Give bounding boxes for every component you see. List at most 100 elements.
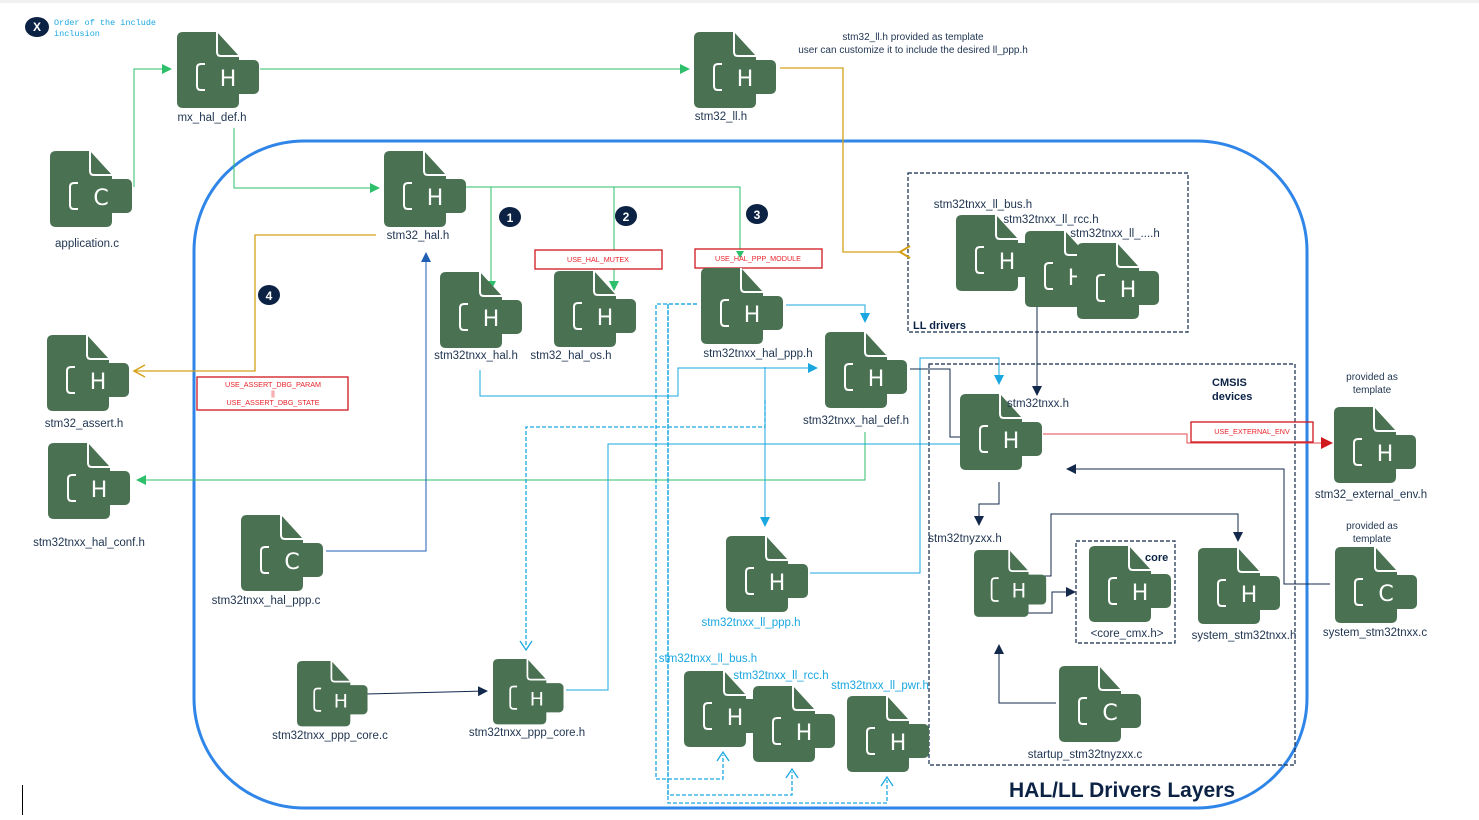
note-system-c-line2: template xyxy=(1353,534,1392,545)
core-group xyxy=(1075,540,1176,644)
file-type-glyph: H xyxy=(530,688,544,710)
order-badge-4-label: 4 xyxy=(266,289,273,303)
macro-use-hal-mutex: USE_HAL_MUTEX xyxy=(534,249,663,270)
cmsis-devices-group xyxy=(928,363,1296,766)
file-type-glyph: H xyxy=(597,306,614,331)
ll-drivers-title: LL drivers xyxy=(913,320,966,332)
legend-badge xyxy=(25,17,49,37)
file-type-glyph: C xyxy=(93,186,108,211)
stm32tnxx-ppp-core-h-file-icon: H xyxy=(493,659,564,725)
file-type-glyph: H xyxy=(91,478,108,503)
order-badge-1-label: 1 xyxy=(507,211,514,225)
edge-stm32-hal-to-assert xyxy=(134,234,376,372)
file-type-glyph: H xyxy=(999,250,1016,275)
file-label: stm32tnxx_ll_rcc.h xyxy=(1003,214,1098,226)
text-cursor xyxy=(22,785,23,815)
file-label: stm32tnxx_hal_ppp.c xyxy=(212,595,321,607)
cmsis-title-line1: CMSIS xyxy=(1212,377,1247,389)
file-label: stm32_hal_os.h xyxy=(530,350,611,362)
file-type-glyph: H xyxy=(1377,442,1394,467)
file-type-glyph: H xyxy=(1120,278,1137,303)
file-type-glyph: C xyxy=(1378,582,1393,607)
file-type-glyph: H xyxy=(868,367,885,392)
file-type-glyph: H xyxy=(796,721,813,746)
ll-other-h-file-icon: H xyxy=(1077,243,1159,319)
edge-tnxx-hal-to-hal-def xyxy=(479,363,818,397)
file-label: stm32tnxx_ll_ppp.h xyxy=(701,617,800,629)
file-type-glyph: H xyxy=(1132,581,1149,606)
edge-tnxx-to-tnyzxx xyxy=(974,482,1000,526)
dashed-arrowhead-rcc xyxy=(785,767,799,779)
macro-use-hal-ppp-module: USE_HAL_PPP_MODULE xyxy=(694,248,823,269)
macro-external-env-text: USE_EXTERNAL_ENV xyxy=(1214,427,1290,436)
edge-stm32-ll-to-ll-drivers xyxy=(780,67,911,259)
file-type-glyph: H xyxy=(427,186,444,211)
dashed-arrowhead-core xyxy=(519,640,533,652)
stm32tnxx-ll-bus-h-inner-file-icon: H xyxy=(684,671,766,747)
file-node-mx-hal-def-h: Hmx_hal_def.h xyxy=(177,32,259,124)
file-label: stm32_assert.h xyxy=(45,418,124,430)
file-label: stm32_ll.h xyxy=(695,111,747,123)
edge-system-c-to-tnxx xyxy=(1066,464,1330,585)
file-nodes: Hmx_hal_def.hHstm32_ll.hCapplication.cHs… xyxy=(33,32,1427,772)
ll-bus-h-file-icon: H xyxy=(956,215,1038,291)
macro-assert-line3: USE_ASSERT_DBG_STATE xyxy=(226,398,319,407)
file-type-glyph: H xyxy=(744,303,761,328)
file-label: stm32_external_env.h xyxy=(1315,489,1427,501)
edge-hal-def-to-hal-conf xyxy=(136,432,866,485)
order-badge-2: 2 xyxy=(615,206,637,226)
edge-startup-to-tnyzxx xyxy=(994,644,1056,704)
file-label: startup_stm32tnyzxx.c xyxy=(1028,749,1143,761)
edge-ppp-core-c-to-ppp-core-h xyxy=(364,686,488,697)
file-label: stm32tnxx_ppp_core.h xyxy=(469,727,585,739)
order-badge-4: 4 xyxy=(258,285,280,305)
stm32tnxx-hal-ppp-c-file-icon: C xyxy=(241,515,323,591)
file-label: stm32tnxx_hal_conf.h xyxy=(33,537,145,549)
dashed-arrowhead-bus xyxy=(716,750,730,762)
top-border xyxy=(0,0,1479,3)
stm32tnxx-ll-rcc-h-inner-file-icon: H xyxy=(753,686,835,762)
legend-badge-label: X xyxy=(33,20,41,34)
file-type-glyph: H xyxy=(1003,429,1020,454)
stm32-hal-os-h-file-icon: H xyxy=(554,271,636,347)
file-label: stm32tnxx_hal_ppp.h xyxy=(703,348,812,360)
stm32-ll-h-file-icon: H xyxy=(694,32,776,108)
order-badge-3-label: 3 xyxy=(754,208,761,222)
core-title: core xyxy=(1145,552,1168,564)
mx-hal-def-h-file-icon: H xyxy=(177,32,259,108)
file-label: system_stm32tnxx.c xyxy=(1323,627,1427,639)
edge-stm32-hal-to-hal-ppp xyxy=(614,186,745,259)
edge-ll-ppp-to-tnxx xyxy=(810,357,1004,574)
file-label: stm32tnxx_ll_....h xyxy=(1070,228,1159,240)
file-type-glyph: C xyxy=(284,550,299,575)
file-type-glyph: H xyxy=(1241,583,1258,608)
ppp-module-arrowhead xyxy=(736,251,744,258)
file-type-glyph: H xyxy=(737,67,754,92)
file-type-glyph: H xyxy=(90,370,107,395)
macro-ppp-module-text: USE_HAL_PPP_MODULE xyxy=(715,254,801,263)
stm32tnyzxx-h-file-icon: H xyxy=(974,550,1047,617)
layer-title: HAL/LL Drivers Layers xyxy=(1009,779,1235,802)
macro-assert-line2: || xyxy=(271,389,275,398)
dashed-arrowhead-pwr xyxy=(880,775,894,787)
stm32-hal-h-file-icon: H xyxy=(384,151,466,227)
file-type-glyph: H xyxy=(890,731,907,756)
stm32tnxx-h-file-icon: H xyxy=(960,394,1042,470)
edge-hal-ppp-to-ppp-core-h-dashed xyxy=(525,400,766,647)
stm32tnxx-hal-ppp-h-file-icon: H xyxy=(701,268,783,344)
